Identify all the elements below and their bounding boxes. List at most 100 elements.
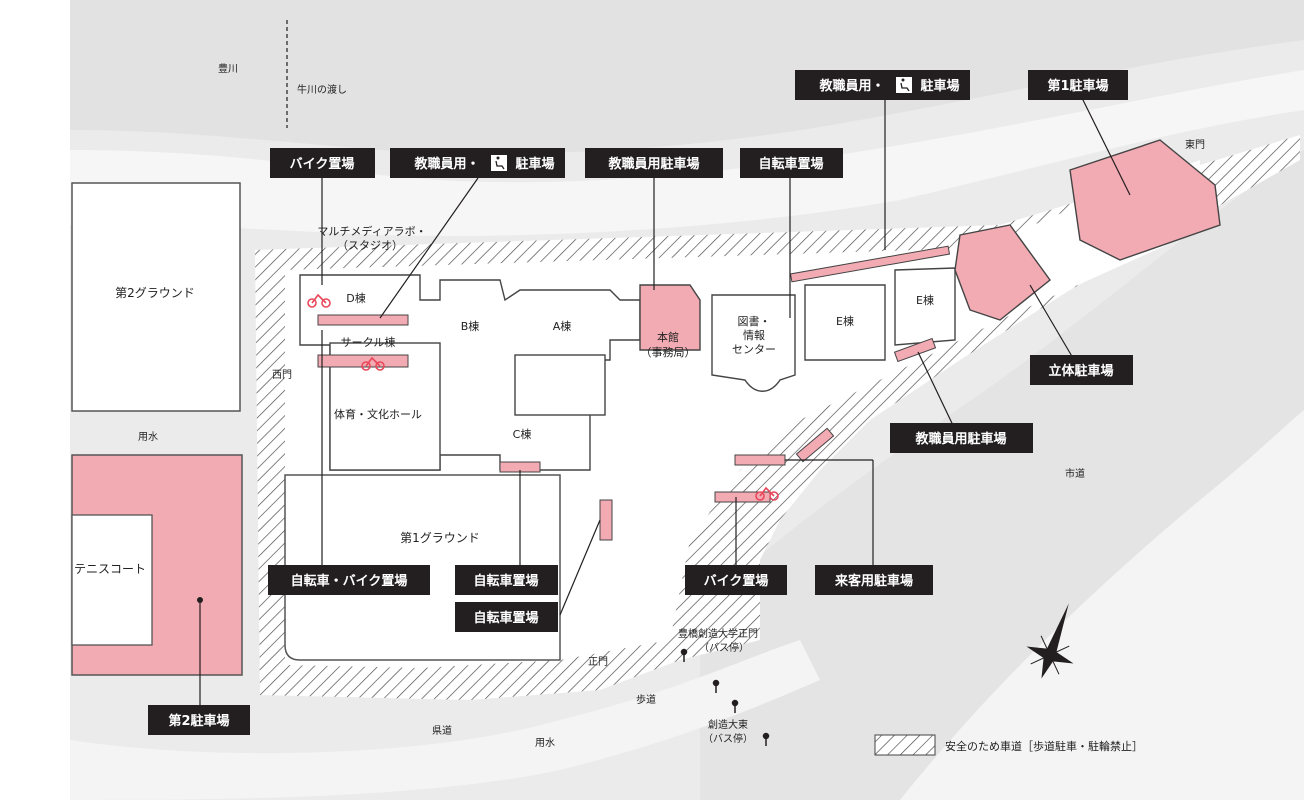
- river-area: [70, 0, 1304, 154]
- staff-strip-ne: [789, 245, 951, 283]
- callout-text: 教職員用駐車場: [607, 156, 699, 172]
- callout-bicycle-bike-parking: 自転車・バイク置場: [268, 565, 430, 595]
- callout-text: 自転車置場: [758, 156, 823, 172]
- callout-text: バイク置場: [704, 573, 769, 589]
- main-gate-label: 正門: [588, 656, 608, 668]
- building-e2: [894, 267, 956, 346]
- ferry-label: 牛川の渡し: [297, 83, 347, 96]
- callout-text: 教職員用・: [413, 156, 479, 172]
- ground-1-label: 第1グラウンド: [400, 531, 480, 545]
- callout-parking-2: 第2駐車場: [148, 705, 250, 735]
- ground-2: [71, 182, 241, 412]
- office-label: （事務局）: [641, 345, 696, 359]
- bicycle-strip-gate: [599, 499, 613, 541]
- bus-stop-2-label-a: 創造大東: [708, 718, 748, 731]
- accessible-icon: [896, 77, 912, 93]
- building-e1-label: E棟: [836, 314, 854, 328]
- library-label-1: 図書・: [738, 314, 771, 328]
- callout-text: 駐車場: [920, 78, 959, 94]
- parking-1-area: [1069, 139, 1221, 261]
- callout-bicycle-parking-b: 自転車置場: [455, 602, 558, 632]
- bicycle-strip-1: [317, 354, 409, 368]
- callout-text: 駐車場: [515, 156, 554, 172]
- road-city: [900, 410, 1304, 800]
- place-labels: 豊川 牛川の渡し 西門 東門 正門 用水 用水 市道 県道 歩道 豊橋創造大学正…: [138, 62, 1205, 749]
- east-gate-label: 東門: [1185, 138, 1205, 151]
- bus-stop-icons: [680, 648, 770, 746]
- road-main: [70, 70, 1304, 236]
- building-b-label: B棟: [461, 319, 480, 333]
- callout-visitor-parking: 来客用駐車場: [815, 565, 933, 595]
- building-d-label: D棟: [346, 291, 365, 305]
- bus-stop-icon: [731, 699, 739, 713]
- callout-text: 自転車置場: [473, 573, 538, 589]
- tennis-label: テニスコート: [74, 562, 146, 576]
- west-gate-label: 西門: [272, 369, 292, 381]
- callout-staff-accessible-b: 教職員用・ 駐車場: [795, 70, 970, 100]
- callout-text: 立体駐車場: [1048, 363, 1113, 379]
- building-a-label: A棟: [553, 319, 572, 333]
- hatch-legend-icon: [874, 734, 936, 756]
- callout-bicycle-parking-a: 自転車置場: [455, 565, 558, 595]
- bicycle-icon: [307, 293, 331, 308]
- callout-text: 来客用駐車場: [834, 573, 913, 589]
- staff-strip-e: [893, 337, 937, 363]
- legend: 安全のため車道［歩道駐車・駐輪禁止］: [874, 734, 1143, 756]
- road-pref: [70, 640, 820, 800]
- legend-label: 安全のため車道［歩道駐車・駐輪禁止］: [945, 739, 1143, 753]
- staff-parking-strip-1: [317, 314, 409, 326]
- compass-icon: [1026, 603, 1074, 679]
- callout-boxes: バイク置場 教職員用・ 駐車場 教職員用駐車場 自転車置場 教職員用・ 駐車場 …: [148, 70, 1133, 735]
- city-road-label: 市道: [1065, 467, 1085, 480]
- building-e1: [804, 284, 886, 361]
- gym-label: 体育・文化ホール: [334, 407, 422, 421]
- irrigation-label-1: 用水: [138, 431, 158, 443]
- callout-text: 自転車置場: [473, 610, 538, 626]
- library-label-2: 情報: [743, 329, 765, 342]
- bus-stop-2-label-b: （バス停）: [703, 732, 753, 745]
- callout-multistory-parking: 立体駐車場: [1030, 355, 1133, 385]
- multistory-parking-building: [954, 224, 1051, 321]
- river-label: 豊川: [218, 62, 238, 75]
- visitor-strip: [734, 454, 786, 466]
- bus-stop-1-label-a: 豊橋創造大学正門: [678, 627, 758, 640]
- callout-bike-parking-s: バイク置場: [685, 565, 787, 595]
- library-label-3: センター: [732, 343, 776, 356]
- callout-text: 第2駐車場: [168, 713, 229, 729]
- tennis-court: [71, 514, 153, 646]
- bicycle-icon: [755, 486, 779, 501]
- callout-staff-parking-a: 教職員用駐車場: [585, 148, 723, 178]
- callout-bicycle-parking-ne: 自転車置場: [740, 148, 843, 178]
- building-c-label: C棟: [513, 427, 532, 441]
- callout-parking-1: 第1駐車場: [1028, 70, 1128, 100]
- honkan-label: 本館: [657, 330, 679, 344]
- callout-text: 第1駐車場: [1047, 78, 1108, 94]
- callout-staff-accessible-a: 教職員用・ 駐車場: [390, 148, 565, 178]
- callout-text: 自転車・バイク置場: [291, 573, 408, 589]
- callout-text: 教職員用駐車場: [914, 431, 1006, 447]
- circle-label: サークル棟: [341, 335, 396, 349]
- ground-2-label: 第2グラウンド: [115, 286, 195, 300]
- bicycle-icon: [361, 356, 385, 371]
- irrigation-label-2: 用水: [535, 737, 555, 749]
- multimedia-label: マルチメディアラボ・: [317, 224, 426, 238]
- callout-bike-parking-nw: バイク置場: [270, 148, 375, 178]
- callout-text: バイク置場: [290, 156, 355, 172]
- honkan-building: [639, 284, 701, 351]
- studio-label: （スタジオ）: [337, 239, 403, 252]
- bus-stop-icon: [712, 679, 720, 693]
- bus-stop-icon: [680, 648, 688, 662]
- courtyard-c: [514, 354, 606, 416]
- sidewalk-label: 歩道: [636, 693, 656, 706]
- accessible-icon: [491, 155, 507, 171]
- pref-road-label: 県道: [432, 724, 452, 737]
- bicycle-icons: [307, 293, 779, 501]
- callout-staff-parking-b: 教職員用駐車場: [890, 423, 1033, 453]
- bus-stop-1-label-b: （バス停）: [699, 641, 749, 654]
- callout-text: 教職員用・: [818, 78, 884, 94]
- library-building: [711, 294, 796, 392]
- visitor-strip-2: [795, 427, 835, 463]
- building-labels: マルチメディアラボ・ （スタジオ） D棟 B棟 A棟 C棟 体育・文化ホール サ…: [317, 224, 934, 441]
- building-e2-label: E棟: [916, 293, 934, 307]
